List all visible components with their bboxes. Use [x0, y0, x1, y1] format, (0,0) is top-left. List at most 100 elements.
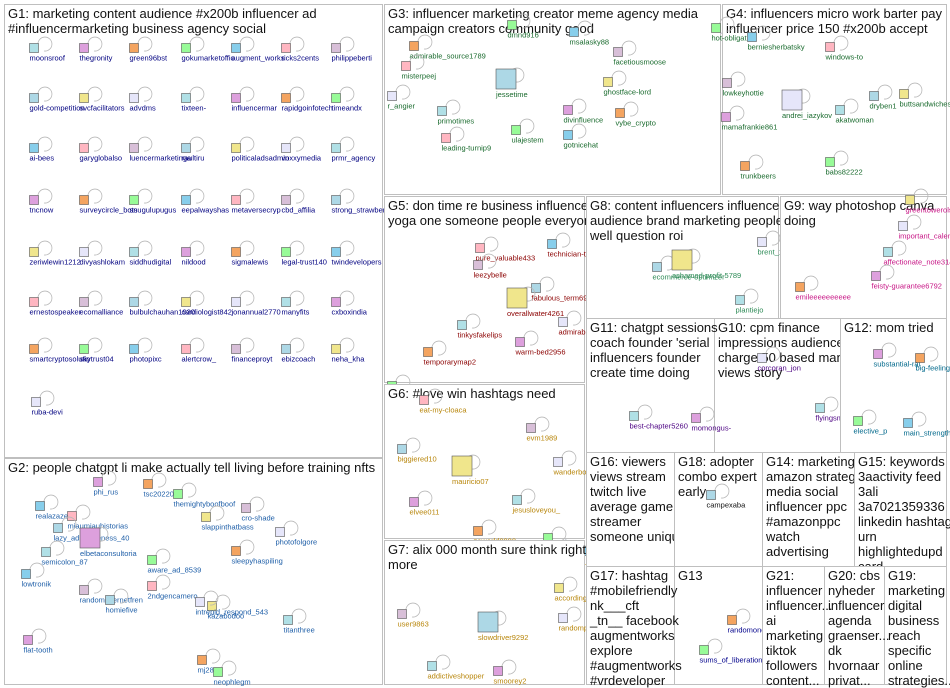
node[interactable]: best-chapter5260 — [629, 404, 688, 431]
node[interactable]: miaumiauhistorias — [67, 504, 129, 531]
node[interactable]: leezybelle — [473, 253, 507, 280]
node[interactable]: mj281 — [197, 648, 221, 675]
node[interactable]: surveycircle_bots — [79, 188, 138, 215]
node[interactable]: overallwater4261 — [506, 286, 564, 318]
node[interactable]: gold-competition — [29, 86, 85, 113]
node[interactable]: randomonetwo34 — [727, 608, 786, 635]
node[interactable]: jonannual2770 — [231, 290, 281, 317]
node[interactable]: admirable_source1789 — [409, 34, 486, 61]
node[interactable]: addictiveshopper — [427, 654, 485, 681]
node[interactable]: sleepyhaspiling — [231, 539, 283, 566]
node[interactable]: augment_works — [231, 36, 285, 63]
node[interactable]: user9863 — [397, 602, 429, 629]
node[interactable]: according_o — [554, 576, 596, 603]
node[interactable]: garyglobalso — [79, 136, 123, 163]
node[interactable]: technician-tough — [547, 232, 603, 259]
node[interactable]: divyashlokam — [79, 240, 125, 267]
node[interactable]: big-feeling-1285 — [915, 346, 950, 373]
node[interactable]: siddhudigital — [129, 240, 172, 267]
node[interactable]: metaversecryp — [231, 188, 281, 215]
node[interactable]: akatwoman — [835, 98, 874, 125]
node[interactable]: twindevelopers — [331, 240, 382, 267]
node[interactable]: semicolon_87 — [41, 540, 88, 567]
node[interactable]: lowtronik — [21, 562, 52, 589]
node[interactable]: influencermar — [231, 86, 278, 113]
node[interactable]: pure_valuable433 — [475, 236, 536, 263]
node[interactable]: sums_of_liberation — [699, 638, 763, 665]
node[interactable]: zeriwlewin1212 — [29, 240, 81, 267]
node[interactable]: biggiered10 — [397, 437, 437, 464]
node[interactable]: brent_17000 — [757, 230, 800, 257]
node[interactable]: svcfacilitators — [79, 86, 125, 113]
node[interactable]: substantial-rai — [873, 342, 921, 369]
node[interactable]: thegronity — [79, 36, 113, 63]
node[interactable]: 2ndgencamero — [147, 574, 198, 601]
node[interactable]: buttsandwiches — [899, 82, 950, 109]
node[interactable]: eepalwayshas — [181, 188, 230, 215]
node[interactable]: admirable_pet — [558, 310, 607, 337]
node[interactable]: ulajestem — [511, 118, 544, 145]
node[interactable]: themightyboofboof — [173, 482, 237, 509]
node[interactable]: nildood — [181, 240, 206, 267]
node[interactable]: greentowerolsoap — [905, 188, 950, 215]
node[interactable]: ashamed-profit-5789 — [671, 248, 741, 280]
node[interactable]: slappinthatbass — [201, 505, 254, 532]
node[interactable]: plantiejo — [735, 288, 764, 315]
node[interactable]: snugulupugus — [129, 188, 177, 215]
node[interactable]: momongus- — [691, 406, 732, 433]
node[interactable]: gokumarketoffic — [181, 36, 235, 63]
node[interactable]: windows-to — [825, 35, 864, 62]
node[interactable]: berniesherbatsky — [747, 25, 805, 52]
node[interactable]: tixteen- — [181, 86, 207, 113]
node[interactable]: ai-bees — [29, 136, 55, 163]
node[interactable]: mamafrankie861 — [721, 105, 778, 132]
node[interactable]: smoorey2 — [493, 659, 527, 686]
node[interactable]: smartcryptosolutio — [29, 337, 91, 364]
node[interactable]: slowdriver9292 — [477, 610, 528, 642]
node[interactable]: gotnicehat — [563, 123, 600, 150]
node[interactable]: homiefive — [105, 588, 138, 615]
node[interactable]: tsc202209 — [143, 472, 179, 499]
node[interactable]: warm-bed2956 — [515, 330, 566, 357]
node[interactable]: neophlegm — [213, 660, 251, 687]
node[interactable]: msalasky88 — [569, 20, 610, 47]
node[interactable]: neha_kha — [331, 337, 366, 364]
node[interactable]: elective_p — [853, 409, 888, 436]
node[interactable]: manyfits — [281, 290, 310, 317]
node[interactable]: financeproyt — [231, 337, 274, 364]
node[interactable]: green96bst — [129, 36, 168, 63]
node[interactable]: r_angier — [387, 84, 416, 111]
node[interactable]: flyingsmitty — [815, 396, 853, 423]
node[interactable]: titanthree — [283, 608, 315, 635]
node[interactable]: luencermarketinga — [129, 136, 193, 163]
node[interactable]: philippeberti — [331, 36, 373, 63]
node[interactable]: rapidgoinfotech — [281, 86, 333, 113]
node[interactable]: strong_strawberry31 — [331, 188, 400, 215]
node[interactable]: kazabodoo — [207, 594, 245, 621]
node[interactable]: tncnow — [29, 188, 54, 215]
node[interactable]: prmr_agency — [331, 136, 376, 163]
node[interactable]: campexaba — [706, 483, 747, 510]
node[interactable]: phi_rus — [93, 470, 119, 497]
node[interactable]: tinkysfakelips — [457, 313, 503, 340]
node[interactable]: photopixc — [129, 337, 162, 364]
node[interactable]: legal-trust140 — [281, 240, 327, 267]
node[interactable]: lowkeyhottie — [722, 71, 764, 98]
node[interactable]: corcoran_jon — [757, 346, 801, 373]
node[interactable]: intrepid_respond_543 — [195, 590, 269, 617]
node[interactable]: feisty-guarantee6792 — [871, 264, 942, 291]
node[interactable]: mauricio07 — [451, 454, 489, 486]
node[interactable]: flat-tooth — [23, 628, 53, 655]
node[interactable]: divinfluence — [563, 98, 604, 125]
node[interactable]: jesusloveyou_ — [512, 488, 561, 515]
node[interactable]: andrei_iazykov — [781, 88, 832, 120]
node[interactable]: alertcrow_ — [181, 337, 217, 364]
node[interactable]: elbetaconsultoria — [79, 526, 138, 558]
node[interactable]: emileeeeeeeeee — [795, 275, 851, 302]
node[interactable]: dmnd916 — [507, 13, 539, 40]
node[interactable]: facetiousmoose — [613, 40, 667, 67]
node[interactable]: advdms — [129, 86, 157, 113]
node[interactable]: ecomalliance — [79, 290, 124, 317]
node[interactable]: eat-my-cloaca — [419, 388, 468, 415]
node[interactable]: randompersona — [558, 606, 612, 633]
